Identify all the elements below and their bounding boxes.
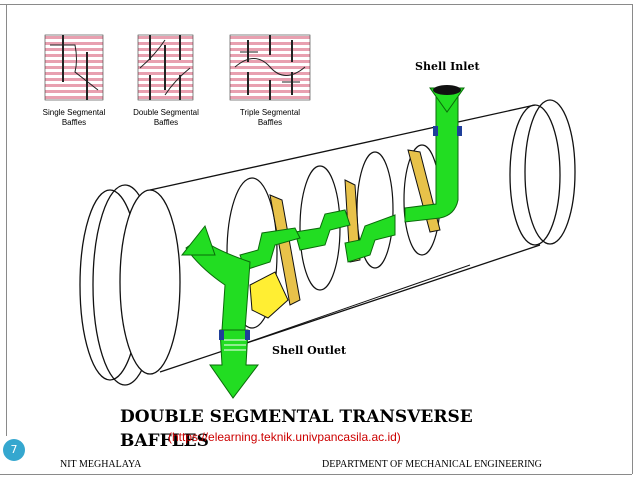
- thumbnail-label-single-line1: Single Segmental: [43, 108, 106, 117]
- frame-bottom-line: [0, 474, 632, 475]
- thumbnail-label-triple-line1: Triple Segmental: [240, 108, 300, 117]
- frame-right-line: [632, 4, 633, 474]
- slide-title: DOUBLE SEGMENTAL TRANSVERSE BAFFLES: [120, 405, 480, 453]
- frame-top-line: [0, 4, 632, 5]
- source-url: (https://elearning.teknik.univpancasila.…: [168, 430, 401, 444]
- double-segmental-thumbnail: [137, 34, 194, 101]
- inlet-nozzle-flange-right: [457, 126, 462, 136]
- outlet-nozzle-flange: [219, 330, 224, 340]
- footer-institution: NIT MEGHALAYA: [60, 459, 142, 470]
- triple-segmental-thumbnail: [229, 34, 311, 101]
- slide-title-line2: BAFFLES: [120, 431, 209, 451]
- single-segmental-thumbnail: [44, 34, 104, 101]
- slide-title-line1: DOUBLE SEGMENTAL TRANSVERSE: [120, 407, 473, 427]
- thumbnail-label-single-line2: Baffles: [62, 118, 86, 127]
- thumbnail-label-triple-line2: Baffles: [258, 118, 282, 127]
- inlet-nozzle-flange: [433, 126, 438, 136]
- thumbnail-label-double-line2: Baffles: [154, 118, 178, 127]
- shell-outlet-label: Shell Outlet: [272, 344, 347, 357]
- outlet-nozzle-flange-right: [245, 330, 250, 340]
- thumbnail-label-double-line1: Double Segmental: [133, 108, 199, 117]
- shell-cylinder: [79, 99, 576, 386]
- frame-left-line: [6, 4, 7, 436]
- slide-number-badge: 7: [3, 439, 25, 461]
- flow-path: [180, 85, 465, 399]
- shell-inlet-label: Shell Inlet: [415, 60, 480, 73]
- footer-department: DEPARTMENT OF MECHANICAL ENGINEERING: [322, 459, 542, 470]
